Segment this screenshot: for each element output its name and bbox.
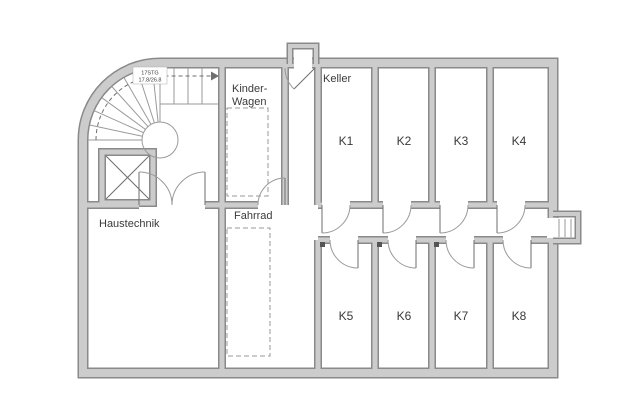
duct-columns [320, 242, 439, 247]
walls-fill-layer [79, 59, 557, 377]
outer-wall-fill [79, 59, 557, 377]
room-label-k8: K8 [512, 309, 527, 323]
wall-openings [294, 57, 559, 238]
protrusions [286, 42, 582, 245]
elevator [105, 155, 150, 200]
room-label-k2: K2 [397, 134, 412, 148]
entrance-opening [294, 57, 312, 70]
stair-treads [88, 68, 218, 141]
interior-walls-fill [84, 59, 553, 372]
room-label-kinderwagen-line1: Kinder- [232, 83, 268, 95]
storage-markings [226, 107, 271, 357]
room-label-k3: K3 [454, 134, 469, 148]
door-leaves [138, 67, 532, 268]
room-label-haustechnik: Haustechnik [99, 218, 160, 230]
stair-steps-text: 17STG [141, 71, 158, 77]
room-label-k7: K7 [454, 309, 469, 323]
light-well-grate-icon [558, 219, 572, 237]
stroller-parking-marking [226, 107, 269, 197]
stair-dimension-text: 17.8/26.8 [139, 78, 162, 84]
room-label-k1: K1 [339, 134, 354, 148]
stair-label: 17STG 17.8/26.8 [132, 66, 168, 85]
room-label-k4: K4 [512, 134, 527, 148]
room-label-kinderwagen-line2: Wagen [232, 96, 266, 108]
light-well-opening [547, 218, 559, 238]
stair-core [141, 121, 179, 159]
room-labels: Haustechnik Kinder- Wagen Fahrrad Keller… [99, 73, 527, 323]
duct-column [320, 242, 325, 247]
doors [138, 67, 532, 269]
door-swing-arcs [138, 67, 532, 269]
duct-column [434, 242, 439, 247]
room-label-fahrrad: Fahrrad [234, 210, 273, 222]
room-label-k5: K5 [339, 309, 354, 323]
elevator-x-icon [105, 155, 150, 200]
stair-label-box [132, 66, 168, 85]
duct-column [377, 242, 382, 247]
room-label-keller: Keller [323, 73, 351, 85]
bicycle-parking-marking [226, 227, 271, 357]
room-label-k6: K6 [397, 309, 412, 323]
spiral-staircase: 17STG 17.8/26.8 [88, 66, 219, 159]
entrance-porch-fill [288, 44, 580, 243]
walkline-arrow-icon [211, 71, 219, 81]
